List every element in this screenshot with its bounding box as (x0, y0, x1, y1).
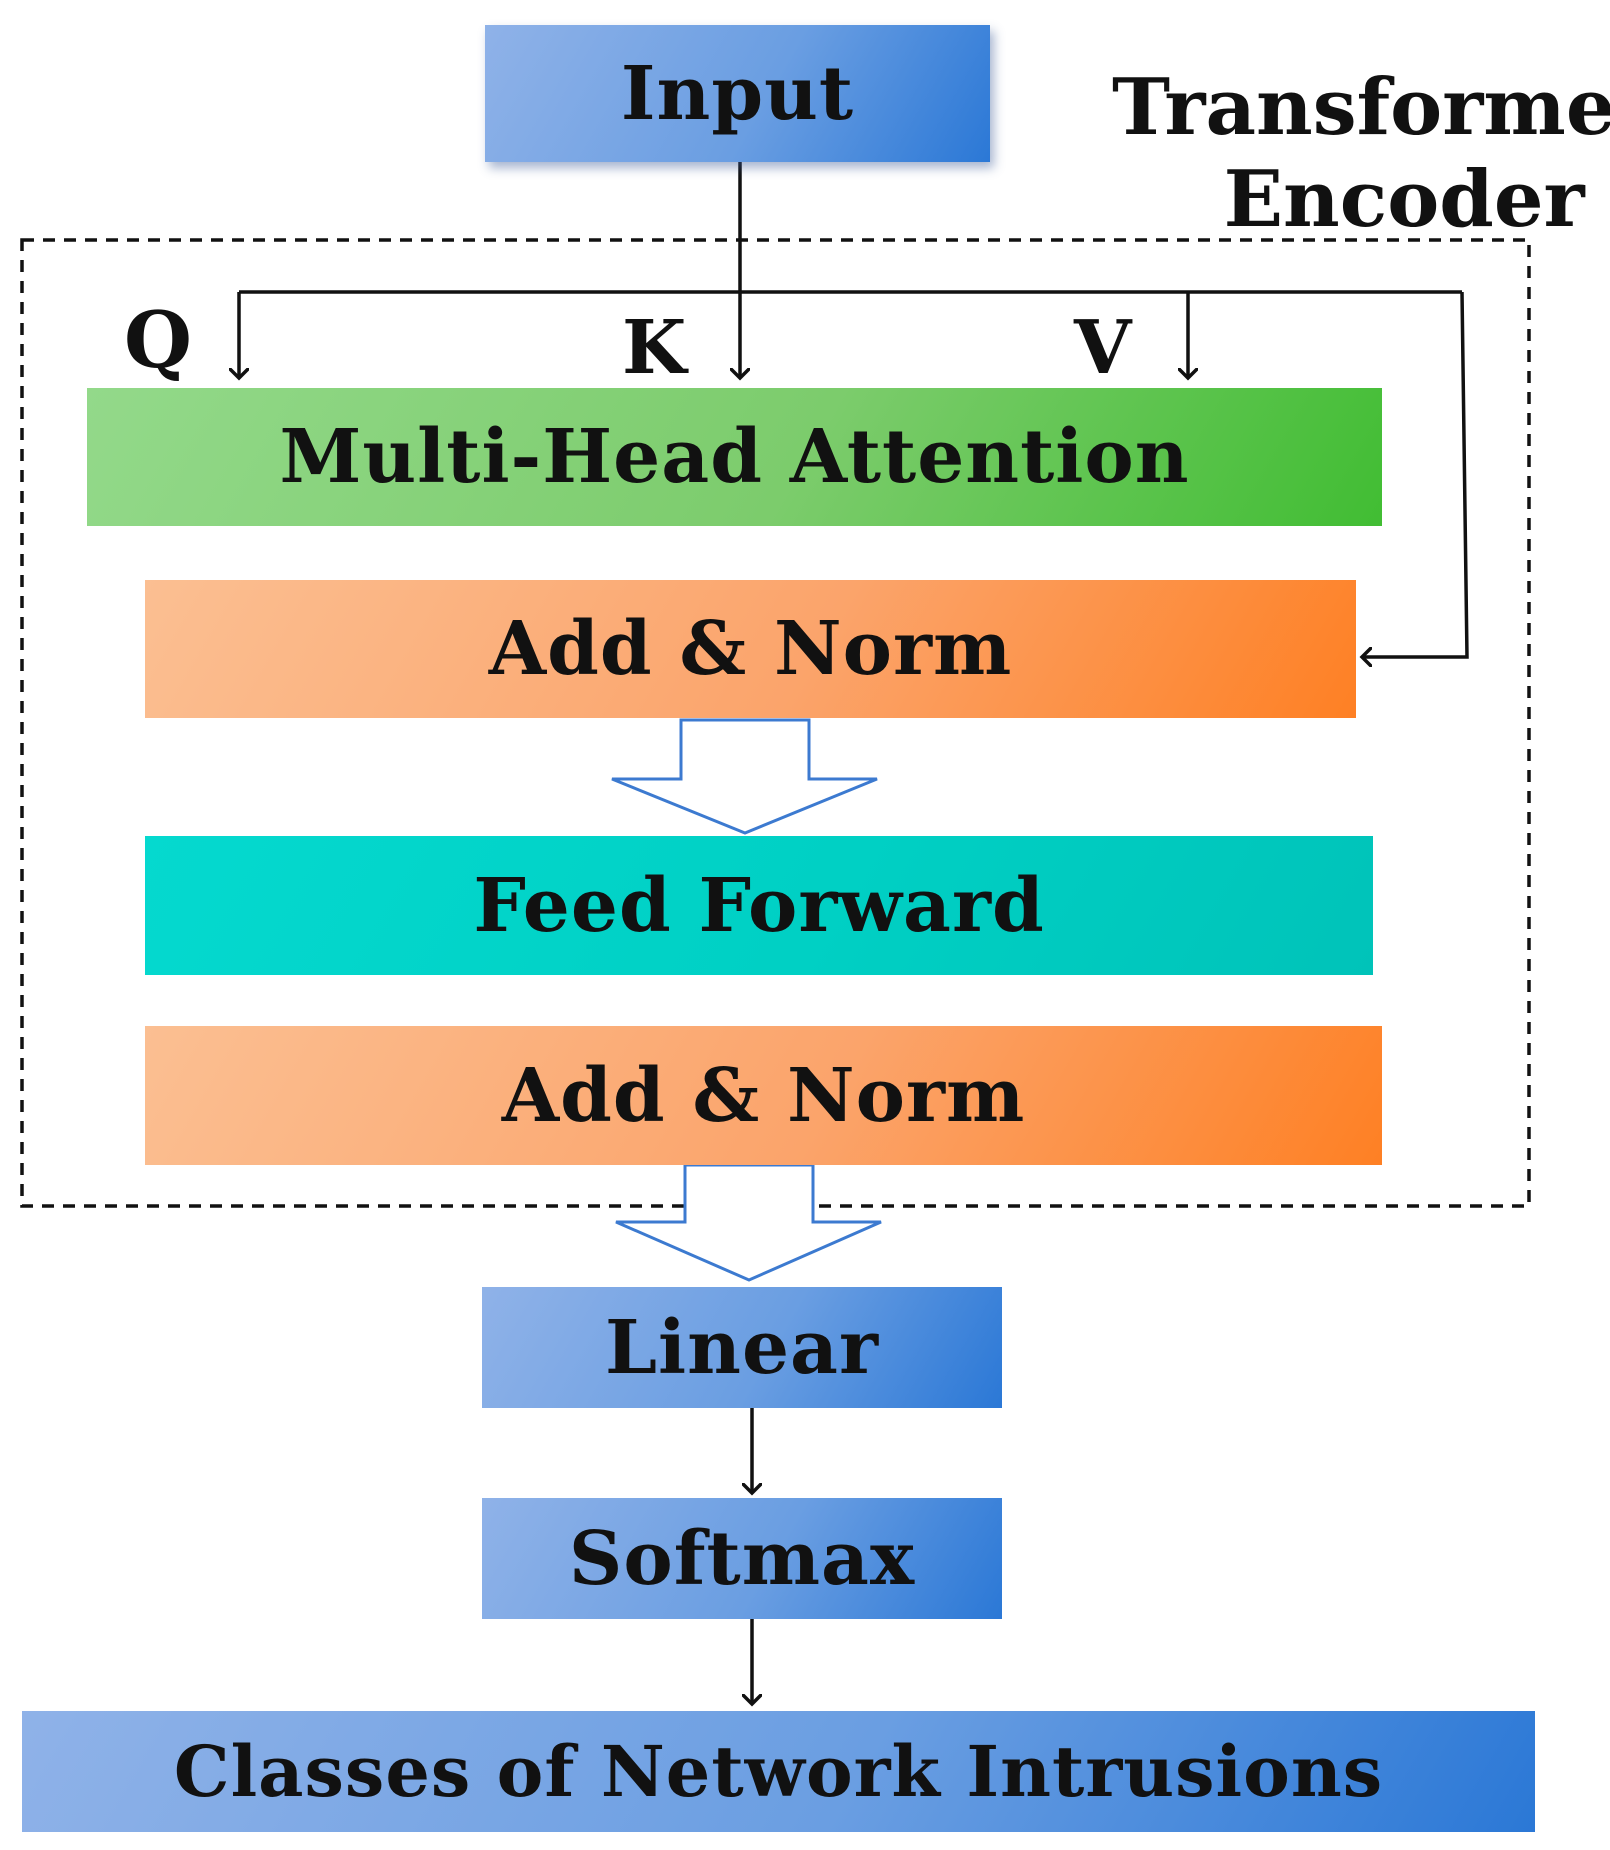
add-norm-box-1: Add & Norm (145, 580, 1356, 718)
feed-forward-box: Feed Forward (145, 836, 1373, 975)
output-label: Classes of Network Intrusions (173, 1730, 1384, 1813)
linear-box: Linear (482, 1287, 1002, 1408)
v-label: V (1074, 305, 1132, 391)
linear-label: Linear (605, 1304, 879, 1391)
q-label: Q (124, 295, 192, 386)
k-label: K (622, 305, 687, 391)
output-box: Classes of Network Intrusions (22, 1711, 1535, 1832)
add-norm-label-2: Add & Norm (501, 1052, 1026, 1139)
softmax-box: Softmax (482, 1498, 1002, 1619)
title-line-1: Transformer (1112, 62, 1610, 153)
multi-head-attention-box: Multi-Head Attention (87, 388, 1382, 526)
softmax-label: Softmax (568, 1515, 916, 1602)
add-norm-box-2: Add & Norm (145, 1026, 1382, 1165)
residual-connection-arrow (1362, 291, 1469, 657)
diagram-title: Transformer Encoder (1112, 62, 1610, 246)
encoder-frame (20, 238, 1531, 1208)
block-arrow-to-linear (615, 1163, 882, 1282)
title-line-2: Encoder (1223, 154, 1585, 245)
feed-forward-label: Feed Forward (473, 862, 1045, 949)
input-box: Input (485, 25, 990, 162)
input-label: Input (620, 50, 855, 137)
multi-head-attention-label: Multi-Head Attention (279, 414, 1190, 500)
block-arrow-to-feed-forward (611, 718, 878, 835)
add-norm-label-1: Add & Norm (488, 606, 1013, 692)
